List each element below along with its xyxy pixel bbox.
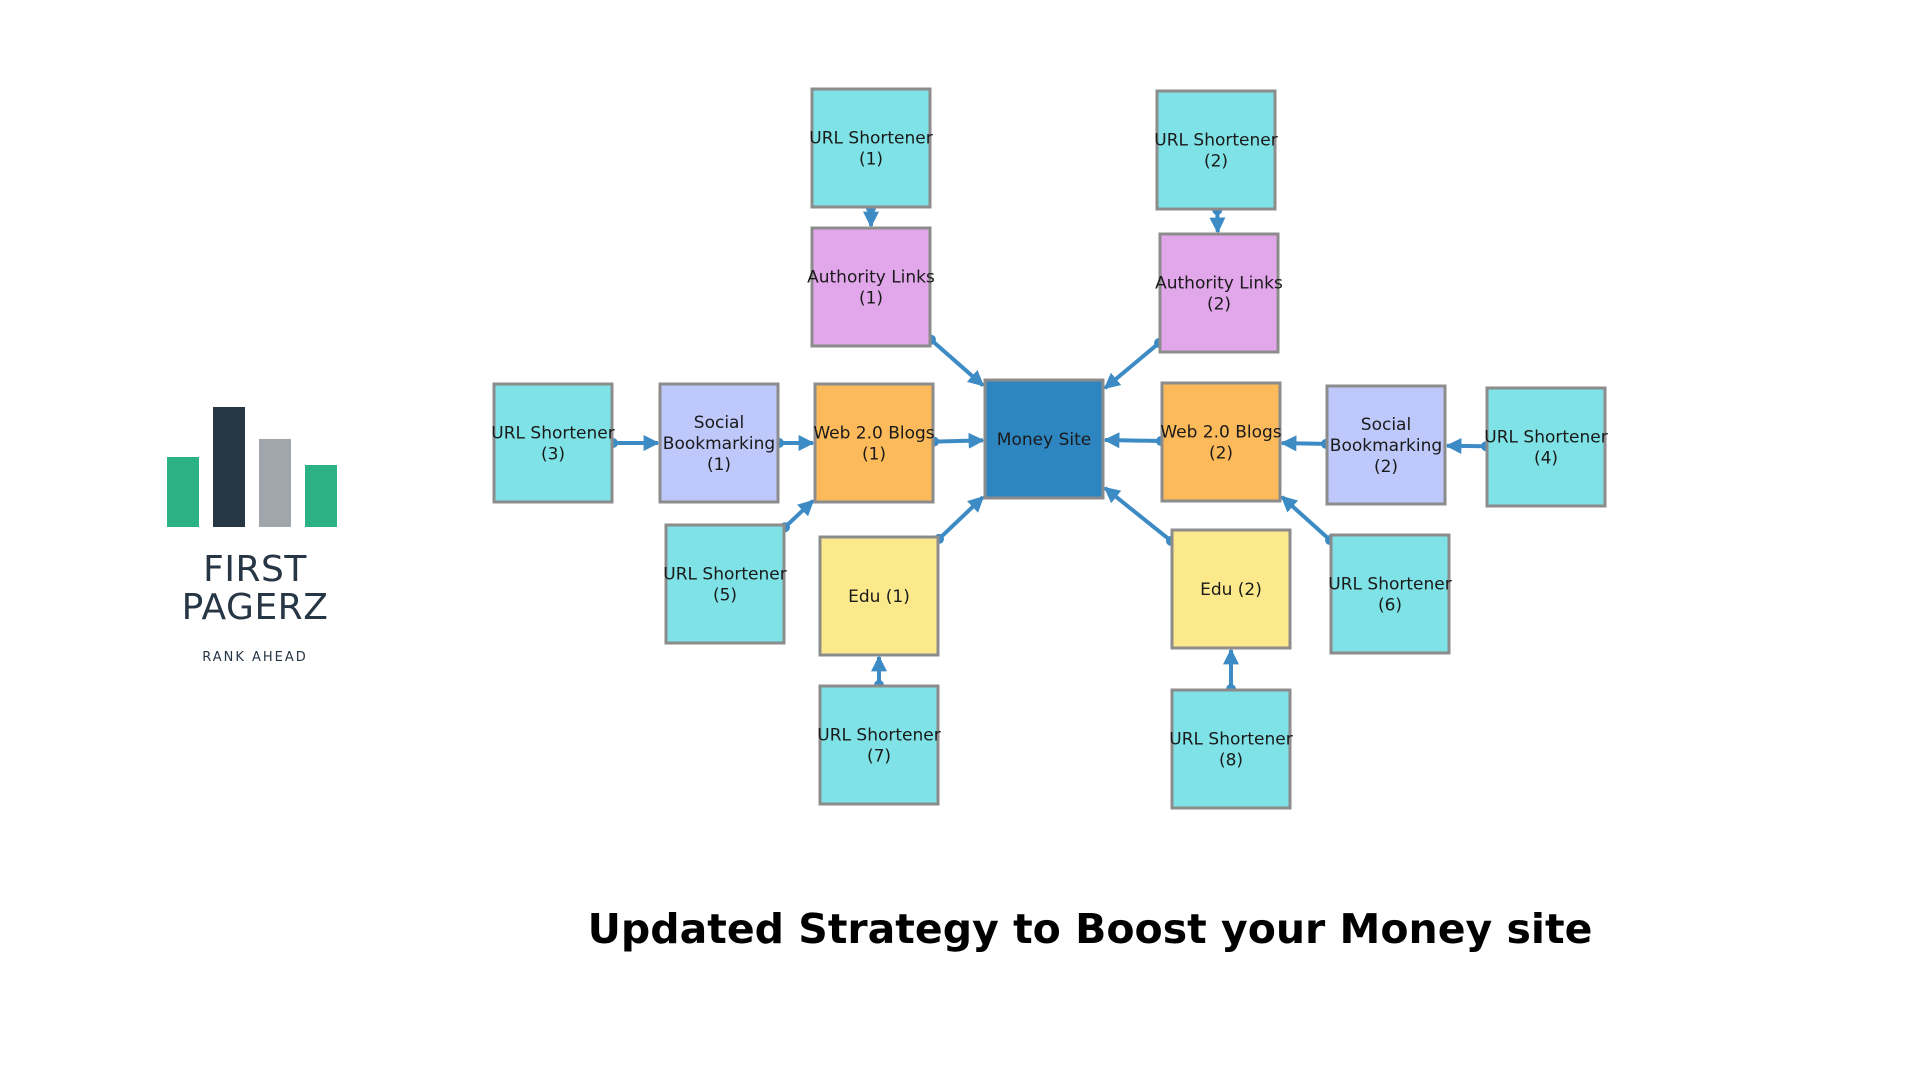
edge-arrow — [929, 338, 985, 387]
node-box — [983, 378, 1105, 500]
edge-web1-to-money — [929, 432, 985, 449]
node-url4: URL Shortener(4) — [1484, 386, 1608, 508]
node-label-line: (1) — [862, 444, 886, 464]
node-auth1: Authority Links(1) — [807, 226, 935, 348]
node-edu1: Edu (1) — [818, 535, 940, 657]
edge-arrow — [933, 432, 985, 449]
node-label-line: (7) — [867, 746, 891, 766]
node-money: Money Site — [983, 378, 1105, 500]
node-label-line: Web 2.0 Blogs — [1160, 422, 1281, 442]
node-label-line: Authority Links — [807, 267, 935, 287]
node-box — [1170, 688, 1292, 810]
logo-bar-3 — [259, 439, 291, 527]
node-label-line: (1) — [859, 288, 883, 308]
edge-arrow — [783, 499, 815, 529]
node-box — [813, 382, 935, 504]
node-box — [492, 382, 614, 504]
node-label-line: URL Shortener — [1169, 729, 1292, 749]
logo-bar-2 — [213, 407, 245, 527]
node-label-line: (5) — [713, 585, 737, 605]
node-label-line: (2) — [1204, 151, 1228, 171]
node-edu2: Edu (2) — [1170, 528, 1292, 650]
node-label-line: (6) — [1378, 595, 1402, 615]
node-box — [818, 535, 940, 657]
logo-bar-4 — [305, 465, 337, 527]
edge-arrow — [1280, 495, 1332, 542]
node-label-line: Edu (2) — [1200, 580, 1262, 600]
node-url6: URL Shortener(6) — [1328, 533, 1452, 655]
node-label-line: (1) — [707, 455, 731, 475]
node-web1: Web 2.0 Blogs(1) — [813, 382, 935, 504]
node-box — [1170, 528, 1292, 650]
node-label-line: (4) — [1534, 448, 1558, 468]
node-label-line: (2) — [1207, 294, 1231, 314]
edge-web2-to-money — [1103, 432, 1166, 449]
edge-arrow — [1280, 435, 1327, 452]
node-label-line: Money Site — [997, 430, 1091, 450]
node-web2: Web 2.0 Blogs(2) — [1160, 381, 1282, 503]
edge-social2-to-web2 — [1280, 435, 1331, 452]
node-label-line: URL Shortener — [663, 564, 786, 584]
node-label-line: (2) — [1374, 457, 1398, 477]
edge-auth1-to-money — [926, 334, 985, 387]
node-box — [1155, 89, 1277, 211]
node-label-line: URL Shortener — [1328, 574, 1451, 594]
node-label-line: (8) — [1219, 750, 1243, 770]
node-label-line: Social — [694, 413, 744, 433]
node-label-line: Social — [1361, 415, 1411, 435]
edge-url3-to-social1 — [608, 435, 660, 451]
node-url3: URL Shortener(3) — [491, 382, 615, 504]
logo-word-first: FIRST — [203, 549, 307, 590]
node-url8: URL Shortener(8) — [1169, 688, 1293, 810]
node-label-line: (1) — [859, 149, 883, 169]
edge-url8-to-edu2 — [1223, 648, 1239, 694]
node-box — [658, 382, 780, 504]
node-label-line: URL Shortener — [1154, 130, 1277, 150]
logo-tagline: RANK AHEAD — [202, 650, 308, 665]
node-box — [1160, 381, 1282, 503]
node-label-line: Bookmarking — [663, 434, 775, 454]
node-box — [1158, 232, 1280, 354]
edge-arrow — [1103, 432, 1162, 449]
node-label-line: (2) — [1209, 443, 1233, 463]
node-box — [1329, 533, 1451, 655]
first-pagerz-logo: FIRST PAGERZ RANK AHEAD — [160, 395, 360, 675]
node-box — [1325, 384, 1447, 506]
edge-edu1-to-money — [934, 495, 985, 544]
node-label-line: URL Shortener — [817, 725, 940, 745]
node-label-line: URL Shortener — [1484, 427, 1607, 447]
logo-word-pagerz: PAGERZ — [181, 587, 329, 628]
node-url1: URL Shortener(1) — [809, 87, 933, 209]
edge-social1-to-web1 — [774, 435, 815, 451]
edge-arrow — [937, 495, 985, 541]
node-label-line: Web 2.0 Blogs — [813, 423, 934, 443]
node-label-line: (3) — [541, 444, 565, 464]
node-label-line: Authority Links — [1155, 273, 1283, 293]
node-box — [1485, 386, 1607, 508]
logo-bar-1 — [167, 457, 199, 527]
node-url5: URL Shortener(5) — [663, 523, 787, 645]
node-box — [664, 523, 786, 645]
node-auth2: Authority Links(2) — [1155, 232, 1283, 354]
edge-arrow — [1103, 486, 1173, 543]
edge-auth2-to-money — [1103, 338, 1164, 390]
logo-bar-chart-icon — [167, 403, 347, 527]
node-url7: URL Shortener(7) — [817, 684, 941, 806]
node-box — [810, 226, 932, 348]
node-label-line: Bookmarking — [1330, 436, 1442, 456]
node-box — [818, 684, 940, 806]
node-url2: URL Shortener(2) — [1154, 89, 1278, 211]
node-box — [810, 87, 932, 209]
page-title: Updated Strategy to Boost your Money sit… — [587, 905, 1593, 953]
node-label-line: Edu (1) — [848, 587, 910, 607]
node-label-line: URL Shortener — [809, 128, 932, 148]
edge-arrow — [1103, 341, 1161, 390]
node-label-line: URL Shortener — [491, 423, 614, 443]
